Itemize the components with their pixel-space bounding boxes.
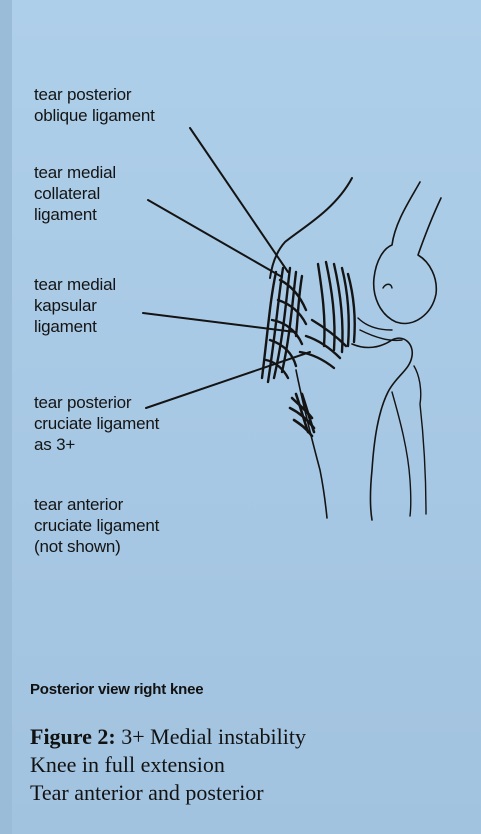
caption-line-1: Figure 2: 3+ Medial instability [30, 723, 306, 751]
label-medial-collateral: tear medial collateral ligament [34, 162, 116, 225]
leader-line-medial-collateral [148, 200, 282, 277]
fibula-outline [392, 392, 411, 516]
leader-line-medial-kapsular [143, 313, 295, 332]
figure-label: Figure 2: [30, 724, 116, 749]
label-line: tear medial [34, 162, 116, 183]
label-line: as 3+ [34, 434, 159, 455]
caption-text: 3+ Medial instability [121, 724, 306, 749]
label-line: cruciate ligament [34, 515, 159, 536]
caption-heading: Posterior view right knee [30, 681, 203, 698]
label-line: kapsular [34, 295, 116, 316]
label-line: oblique ligament [34, 105, 155, 126]
label-medial-kapsular: tear medial kapsular ligament [34, 274, 116, 337]
label-anterior-cruciate: tear anterior cruciate ligament (not sho… [34, 494, 159, 557]
label-line: collateral [34, 183, 116, 204]
label-line: ligament [34, 316, 116, 337]
caption-line-2: Knee in full extension [30, 751, 306, 779]
label-line: tear anterior [34, 494, 159, 515]
label-posterior-oblique: tear posterior oblique ligament [34, 84, 155, 126]
label-line: ligament [34, 204, 116, 225]
torn-ligament-fibers [262, 262, 355, 382]
label-posterior-cruciate: tear posterior cruciate ligament as 3+ [34, 392, 159, 455]
label-line: tear medial [34, 274, 116, 295]
leader-line-posterior-oblique [190, 128, 288, 272]
caption-line-3: Tear anterior and posterior [30, 779, 306, 807]
label-line: tear posterior [34, 84, 155, 105]
label-line: (not shown) [34, 536, 159, 557]
tibia-outline [296, 370, 327, 518]
femur-lateral-outline [374, 182, 441, 323]
figure-caption: Figure 2: 3+ Medial instability Knee in … [30, 723, 306, 807]
label-line: cruciate ligament [34, 413, 159, 434]
label-line: tear posterior [34, 392, 159, 413]
